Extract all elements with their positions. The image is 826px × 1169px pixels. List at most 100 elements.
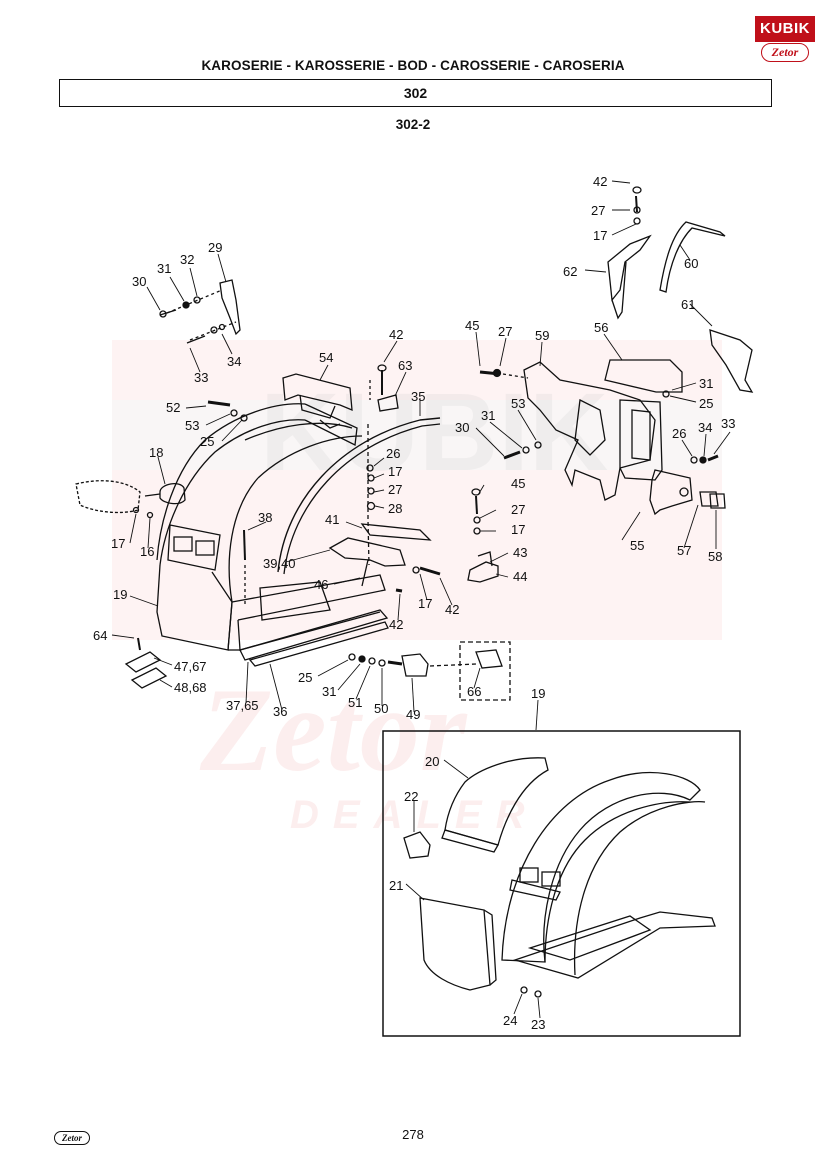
bracket-63 [377, 394, 399, 412]
callout-label: 35 [411, 389, 425, 404]
callout-label: 27 [498, 324, 512, 339]
callout-label: 38 [258, 510, 272, 525]
callout-label: 32 [180, 252, 194, 267]
callout-label: 58 [708, 549, 722, 564]
lamp-outline-dashed [75, 480, 141, 514]
callout-label: 33 [194, 370, 208, 385]
callout-label: 19 [531, 686, 545, 701]
callout-label: 26 [386, 446, 400, 461]
callout-label: 24 [503, 1013, 517, 1028]
callout-label: 17 [593, 228, 607, 243]
callout-label: 61 [681, 297, 695, 312]
callout-label: 33 [721, 416, 735, 431]
callout-label: 21 [389, 878, 403, 893]
callout-label: 31 [322, 684, 336, 699]
watermark-dealer-text: DEALER [290, 793, 538, 837]
plate-58 [709, 493, 726, 509]
callout-label: 62 [563, 264, 577, 279]
page-title: KAROSERIE - KAROSSERIE - BOD - CAROSSERI… [201, 58, 625, 73]
callout-label: 18 [149, 445, 163, 460]
bracket-54 [282, 373, 353, 412]
lamp-18 [159, 482, 186, 505]
callout-label: 46 [314, 577, 328, 592]
callout-label: 17 [418, 596, 432, 611]
part-22-lamp [403, 831, 431, 859]
callout-label: 27 [388, 482, 402, 497]
callout-label: 17 [388, 464, 402, 479]
callout-label: 53 [511, 396, 525, 411]
callout-label: 20 [425, 754, 439, 769]
callout-label: 36 [273, 704, 287, 719]
bracket-56 [604, 359, 683, 393]
callout-label: 16 [140, 544, 154, 559]
left-fender-top-edge [156, 403, 306, 561]
callout-label: 59 [535, 328, 549, 343]
plate-61 [709, 329, 754, 393]
callout-label: 63 [398, 358, 412, 373]
callout-label: 42 [389, 327, 403, 342]
callout-label: 52 [166, 400, 180, 415]
callout-label: 17 [111, 536, 125, 551]
frame-55-lower [649, 469, 693, 516]
callout-label: 56 [594, 320, 608, 335]
footer-zetor-logo: Zetor [54, 1131, 90, 1145]
page-number: 278 [402, 1127, 424, 1142]
callout-label: 25 [699, 396, 713, 411]
callout-label: 50 [374, 701, 388, 716]
leader-lines [111, 180, 731, 1019]
callout-label: 28 [388, 501, 402, 516]
bracket-39-40 [328, 537, 406, 567]
bracket-41 [360, 523, 432, 541]
callout-label: 54 [319, 350, 333, 365]
socket-49 [401, 653, 429, 677]
frame-59 [523, 361, 656, 501]
callout-label: 41 [325, 512, 339, 527]
callout-label: 26 [672, 426, 686, 441]
callout-label: 47,67 [174, 659, 207, 674]
callout-label: 19 [113, 587, 127, 602]
callout-label: 31 [699, 376, 713, 391]
callout-label: 31 [481, 408, 495, 423]
callout-label: 57 [677, 543, 691, 558]
zetor-logo-text: Zetor [761, 43, 809, 62]
callout-label: 37,65 [226, 698, 259, 713]
callout-label: 42 [593, 174, 607, 189]
part-66-dashed-box [459, 641, 511, 701]
callout-label: 31 [157, 261, 171, 276]
callout-label: 25 [200, 434, 214, 449]
diagram-linework [75, 186, 754, 1037]
callout-label: 48,68 [174, 680, 207, 695]
strip-60 [659, 221, 726, 293]
callout-label: 45 [465, 318, 479, 333]
curved-moulding [277, 417, 441, 573]
watermark-band [112, 340, 722, 640]
left-fender-bottom-strip [239, 609, 389, 661]
inset-fender-frame [501, 771, 701, 963]
callout-label: 44 [513, 569, 527, 584]
bracket-62 [607, 234, 652, 302]
callout-label: 64 [93, 628, 107, 643]
callout-label: 43 [513, 545, 527, 560]
part-20-panel [444, 757, 549, 846]
callout-label: 34 [227, 354, 241, 369]
watermark-brand-text: KUBIK [260, 371, 608, 494]
bracket-43-44 [467, 561, 499, 583]
kubik-zetor-logo: KUBIK Zetor [755, 16, 815, 62]
callout-label: 22 [404, 789, 418, 804]
callout-label: 51 [348, 695, 362, 710]
sub-section-id: 302-2 [395, 117, 431, 132]
callout-label: 39,40 [263, 556, 296, 571]
section-number-box: 302 [59, 79, 772, 107]
callout-label: 60 [684, 256, 698, 271]
callout-label: 34 [698, 420, 712, 435]
callout-label: 27 [511, 502, 525, 517]
callout-label: 49 [406, 707, 420, 722]
kubik-logo-text: KUBIK [755, 16, 815, 42]
bracket-29 [219, 279, 241, 336]
callout-label: 66 [467, 684, 481, 699]
watermark-script-text: Zetor [199, 663, 468, 796]
callout-label: 23 [531, 1017, 545, 1032]
part-21-lens [419, 897, 491, 991]
callout-label: 27 [591, 203, 605, 218]
